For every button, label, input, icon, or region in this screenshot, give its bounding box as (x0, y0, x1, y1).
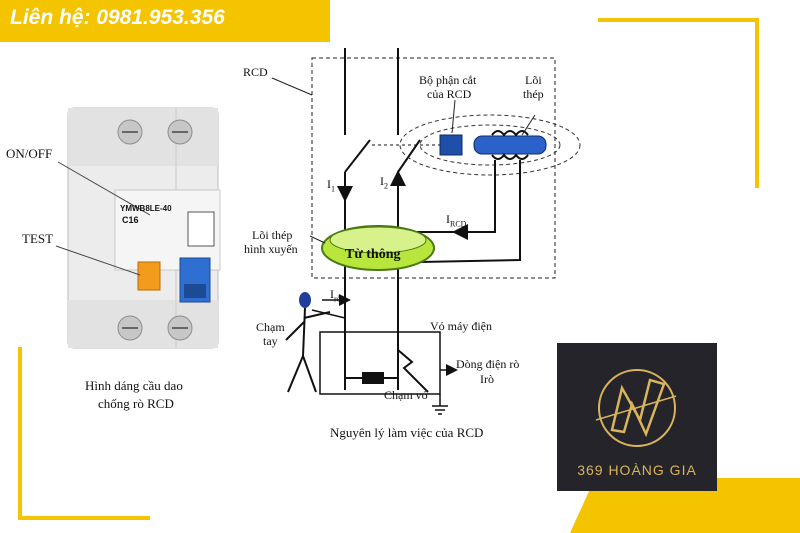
breaker-caption-line2: chống rò RCD (98, 396, 174, 411)
leak-label-line2: Irò (480, 372, 494, 386)
cutoff-label-line2: của RCD (427, 87, 472, 101)
breaker-caption-line1: Hình dáng cầu dao (85, 378, 183, 393)
onoff-label: ON/OFF (6, 146, 53, 161)
leak-label-line1: Dòng điện rò (456, 357, 520, 371)
contact-phone[interactable]: Liên hệ: 0981.953.356 (10, 6, 225, 29)
breaker-rating: C16 (122, 215, 139, 225)
touch-hand-label-line2: tay (263, 334, 278, 348)
enclosure-label: Vỏ máy điện (430, 319, 492, 333)
flux-label: Từ thông (345, 247, 401, 262)
i2-label: I2 (380, 174, 388, 191)
rcd-label: RCD (243, 65, 268, 79)
core-label-line2: thép (523, 87, 544, 101)
iro-label: Irò (330, 287, 341, 304)
toroid-label-line2: hình xuyến (244, 242, 298, 256)
person-figure (285, 292, 331, 393)
ircd-label: IRCD (446, 212, 467, 229)
test-label: TEST (22, 231, 54, 246)
breaker-model: YMWB8LE-40 (120, 204, 172, 213)
contact-banner (0, 0, 330, 42)
toroid-label-line1: Lõi thép (252, 228, 293, 242)
touch-case-label: Chạm vỏ (384, 388, 428, 402)
brand-logo-text: 369 HOÀNG GIA (577, 462, 697, 478)
diagram-caption: Nguyên lý làm việc của RCD (330, 425, 484, 440)
core-label-line1: Lõi (525, 73, 542, 87)
cutoff-label-line1: Bộ phận cắt (419, 73, 477, 87)
touch-hand-label-line1: Chạm (256, 320, 285, 334)
i1-label: I1 (327, 177, 335, 194)
